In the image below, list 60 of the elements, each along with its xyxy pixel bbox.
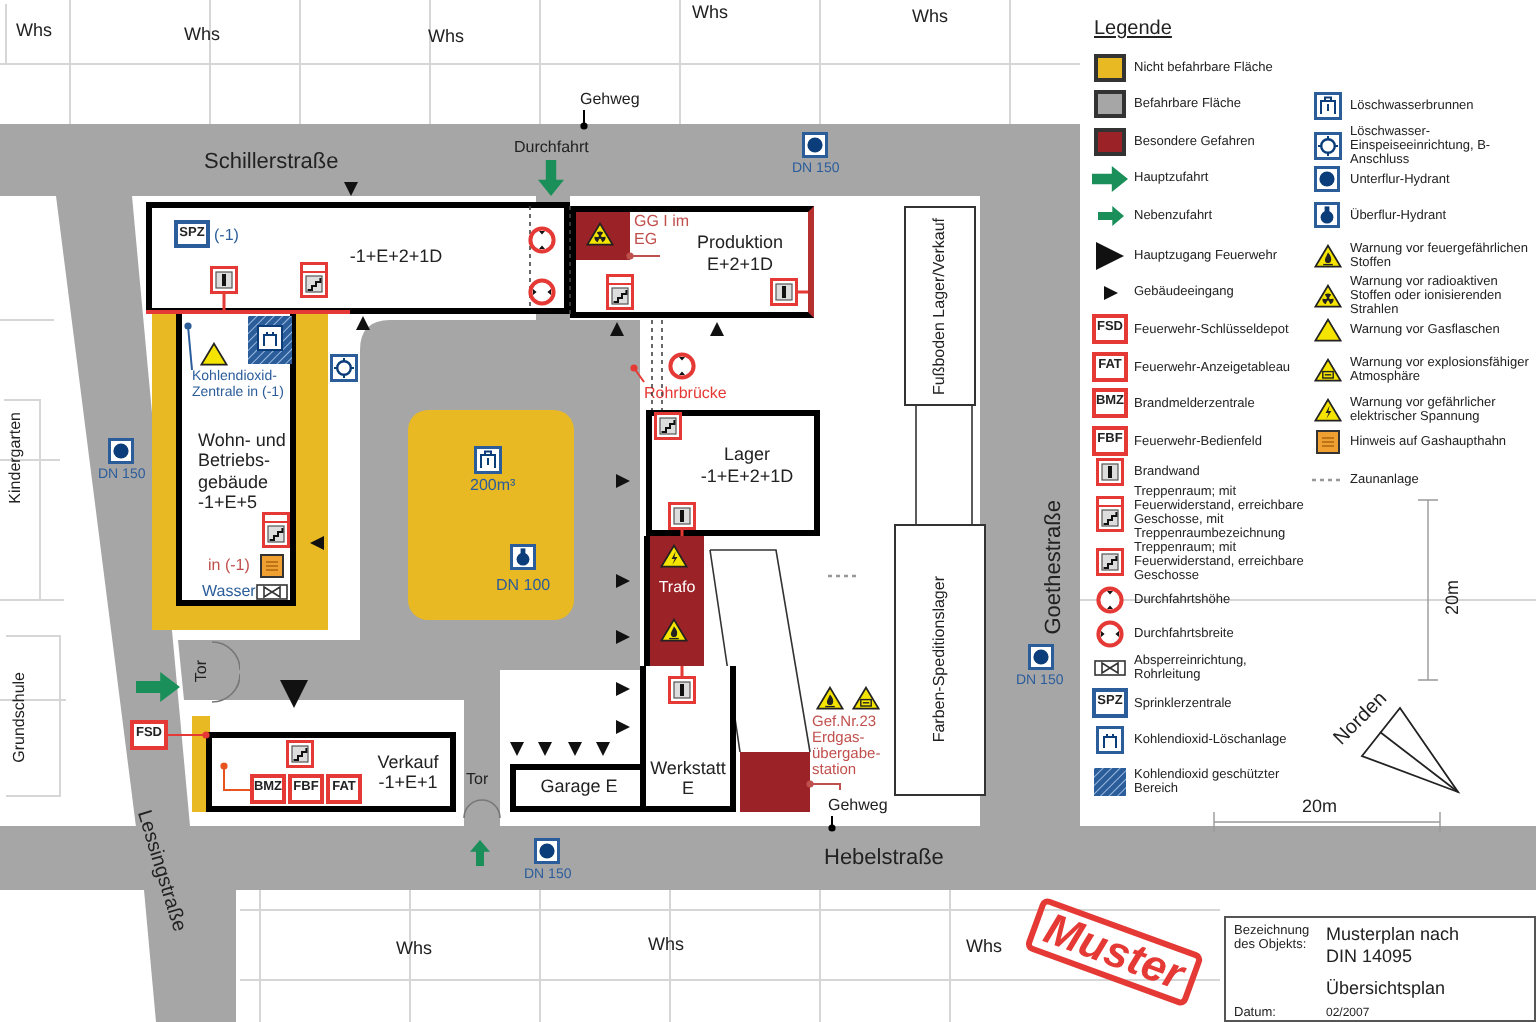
building-use-label: Whs [912, 4, 948, 30]
pipe-bridge-label: Rohrbrücke [644, 382, 736, 404]
building-outline [570, 206, 814, 318]
leader-line [806, 780, 841, 791]
building-outline [510, 764, 642, 812]
building-outline [646, 410, 820, 536]
gate-label: Tor [190, 660, 212, 683]
building-outline [146, 202, 570, 314]
hazard-note: GG I im EG [634, 212, 690, 256]
building-label: Produktion E+2+1D [694, 232, 786, 276]
building-outline [206, 732, 456, 812]
dimension-label: 20m [1302, 794, 1338, 820]
street-name: Goethestraße [1040, 500, 1068, 635]
street-name: Hebelstraße [824, 844, 944, 874]
building-use-label: Whs [184, 22, 220, 48]
building-use-label: Whs [966, 934, 1002, 960]
building-label: Verkauf -1+E+1 [375, 751, 441, 793]
hazard-area [644, 602, 704, 666]
leader-line [828, 815, 836, 832]
building-use-label: Grundschule [8, 672, 30, 763]
building-label: Werkstatt E [648, 760, 728, 800]
gate-label: Tor [466, 768, 489, 792]
leader-line [167, 731, 210, 739]
dimension-label: 20m [1440, 580, 1464, 616]
passage-label: Durchfahrt [514, 136, 589, 160]
leader-line [580, 109, 588, 130]
building-label: Trafo [658, 576, 696, 600]
building-use-label: Kindergarten [4, 412, 26, 504]
sidewalk-label: Gehweg [580, 88, 644, 110]
leader-line [626, 252, 661, 260]
hazard-area [644, 536, 704, 602]
leader-line [220, 762, 251, 791]
sidewalk-label: Gehweg [828, 794, 892, 816]
title-block-text: Musterplan nach DIN 14095 [1326, 924, 1462, 969]
building-label: Fußboden Lager/Verkauf [930, 217, 950, 395]
building-use-label: Whs [428, 24, 464, 50]
building-outline [640, 666, 736, 812]
utility-label: Wasser [202, 580, 256, 604]
building-use-label: Whs [16, 18, 52, 44]
building-use-label: Whs [692, 0, 728, 26]
title-block [1224, 916, 1536, 1022]
building-outline [894, 524, 986, 796]
street-name: Schillerstraße [204, 148, 339, 178]
building-use-label: Whs [396, 936, 432, 962]
building-label: Farben-Speditionslager [928, 576, 950, 744]
leader-line [630, 364, 645, 383]
leader-line [184, 322, 193, 371]
volume-label: 200m³ [470, 474, 516, 498]
building-use-label: Whs [648, 932, 684, 958]
building-outline [904, 206, 976, 406]
floor-label: (-1) [214, 224, 239, 248]
building-label: -1+E+2+1D [349, 244, 443, 271]
building-label: Lager -1+E+2+1D [698, 444, 796, 490]
pipe-size-label: DN 100 [496, 574, 551, 598]
legend-heading: Legende [1094, 16, 1172, 44]
building-label: Wohn- und Betriebs-gebäude -1+E+5 [198, 430, 288, 513]
building-label: Garage E [539, 778, 619, 798]
title-block-text: Übersichtsplan [1326, 976, 1446, 1002]
hazard-area [740, 752, 810, 812]
floor-label: in (-1) [208, 554, 250, 578]
